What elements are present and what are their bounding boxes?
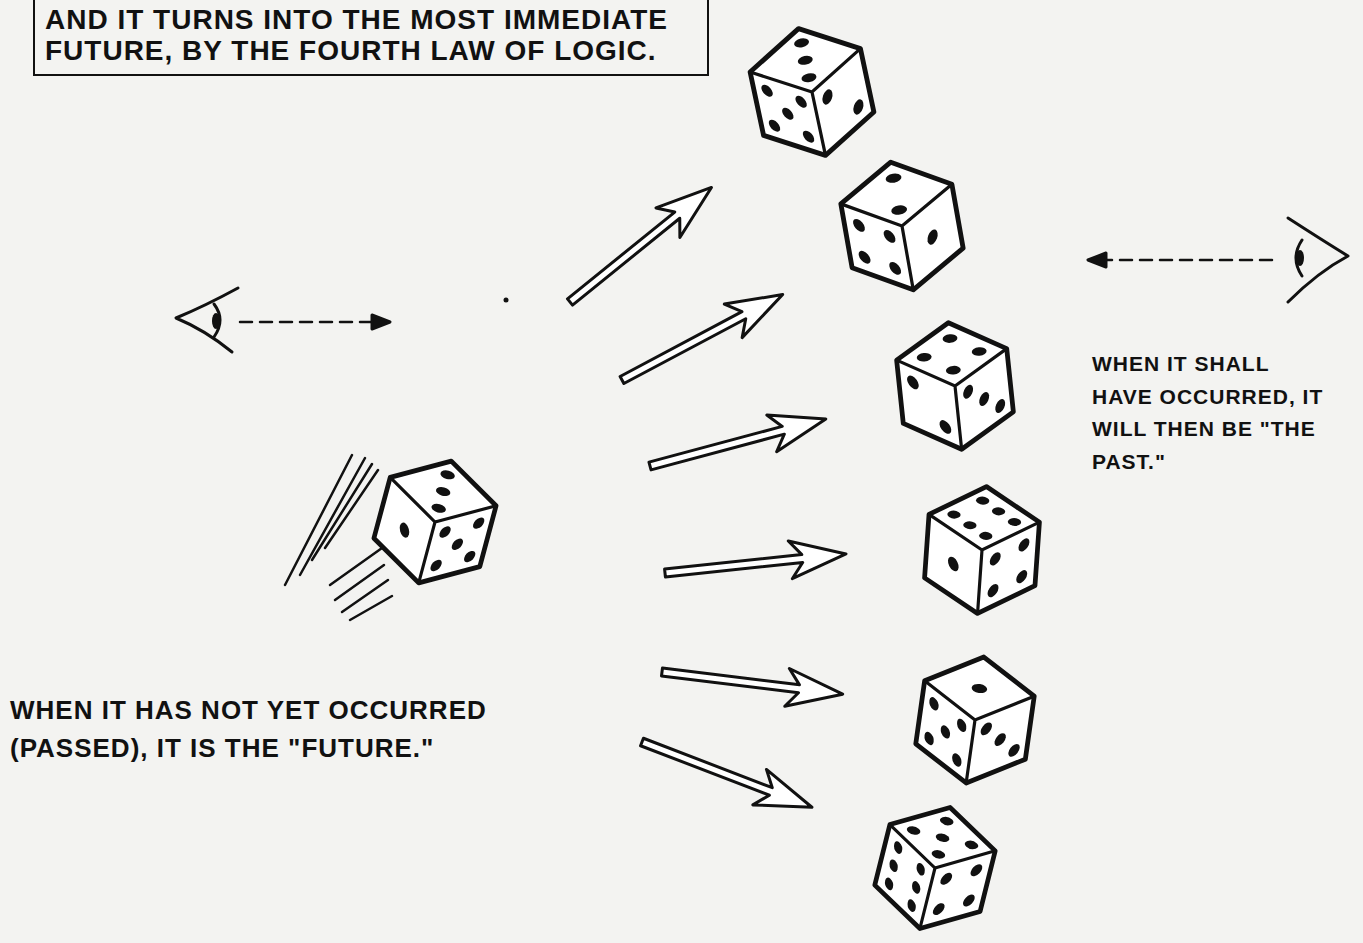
outcome-die: [914, 333, 990, 377]
caption-note: WHEN IT SHALL HAVE OCCURRED, IT WILL THE…: [1092, 348, 1327, 478]
eye-symbol: [1088, 253, 1106, 267]
outcome-die: [911, 649, 1038, 790]
outcome-die: [884, 839, 926, 915]
outcome-die: [975, 707, 1025, 771]
outcome-die: [764, 37, 846, 84]
outcome-die: [821, 65, 864, 140]
motion-lines: [325, 470, 378, 548]
outcome-die: [835, 152, 969, 299]
outcome-die: [858, 172, 936, 217]
outcome-die: [743, 17, 880, 167]
eye-symbol: [176, 288, 238, 352]
outcome-die: [948, 554, 959, 574]
outcome-die: [911, 649, 1038, 790]
thrown-die: [366, 447, 504, 597]
outcome-die: [743, 17, 880, 167]
eye-symbol: [212, 313, 220, 329]
outcome-die: [764, 37, 846, 84]
dot: [504, 298, 509, 303]
outcome-die: [922, 483, 1041, 618]
eye-symbol: [372, 315, 390, 329]
motion-lines: [300, 458, 365, 575]
outcome-die: [968, 682, 990, 695]
thrown-die: [398, 520, 410, 541]
outcome-die: [858, 172, 936, 217]
motion-lines: [350, 596, 392, 620]
outcome-arrows: [558, 173, 723, 317]
outcome-die: [906, 374, 952, 436]
thrown-die: [398, 520, 410, 541]
outcome-die: [924, 695, 967, 770]
outcome-arrows: [660, 653, 845, 713]
note-text: AND IT TURNS INTO THE MOST IMMEDIATE FUT…: [45, 4, 697, 66]
outcome-die: [835, 152, 969, 299]
outcome-die: [932, 863, 984, 917]
thrown-die: [404, 469, 482, 514]
outcome-die: [867, 794, 1003, 941]
outcome-die: [904, 816, 981, 860]
motion-lines: [335, 565, 384, 600]
outcome-arrows: [613, 278, 792, 397]
outcome-die: [945, 495, 1024, 541]
outcome-die: [924, 695, 967, 770]
eye-symbol: [1088, 218, 1348, 302]
motion-lines: [285, 455, 352, 585]
outcome-die: [904, 816, 981, 860]
outcome-die: [932, 863, 984, 917]
outcome-die: [922, 483, 1041, 618]
outcome-die: [906, 374, 952, 436]
outcome-die: [893, 317, 1016, 455]
outcome-die: [968, 682, 990, 695]
eye-symbol: [1288, 218, 1348, 302]
outcome-arrows: [663, 535, 848, 592]
eye-symbol: [176, 288, 390, 352]
outcome-die: [926, 227, 938, 248]
outcome-die: [948, 554, 959, 574]
thrown-die: [429, 516, 486, 572]
outcome-die: [987, 536, 1030, 599]
outcome-arrows: [558, 173, 848, 825]
caption-note: WHEN IT HAS NOT YET OCCURRED (PASSED), I…: [10, 692, 550, 767]
outcome-die: [852, 217, 902, 276]
motion-lines: [312, 464, 372, 560]
outcome-die: [987, 536, 1030, 599]
outcome-die: [926, 227, 938, 248]
outcome-arrows: [645, 401, 831, 485]
outcome-die: [867, 794, 1003, 941]
note-box: AND IT TURNS INTO THE MOST IMMEDIATE FUT…: [33, 0, 709, 76]
outcome-die: [963, 362, 1006, 436]
thrown-die: [366, 447, 504, 597]
outcome-die: [963, 362, 1006, 436]
motion-lines: [342, 580, 388, 612]
outcome-arrows: [635, 724, 819, 825]
eye-symbol: [1296, 250, 1304, 266]
eye-symbol: [1104, 259, 1272, 262]
outcome-die: [975, 707, 1025, 771]
outcome-die: [760, 83, 815, 144]
outcome-die: [945, 495, 1024, 541]
outcome-die: [884, 839, 926, 915]
eye-symbol: [240, 321, 378, 324]
thrown-die: [429, 516, 486, 572]
outcome-die: [893, 317, 1016, 455]
outcome-die: [821, 65, 864, 140]
outcome-die: [852, 217, 902, 276]
motion-lines: [330, 548, 382, 585]
thrown-die: [404, 469, 482, 514]
outcome-die: [760, 83, 815, 144]
outcome-die: [914, 333, 990, 377]
